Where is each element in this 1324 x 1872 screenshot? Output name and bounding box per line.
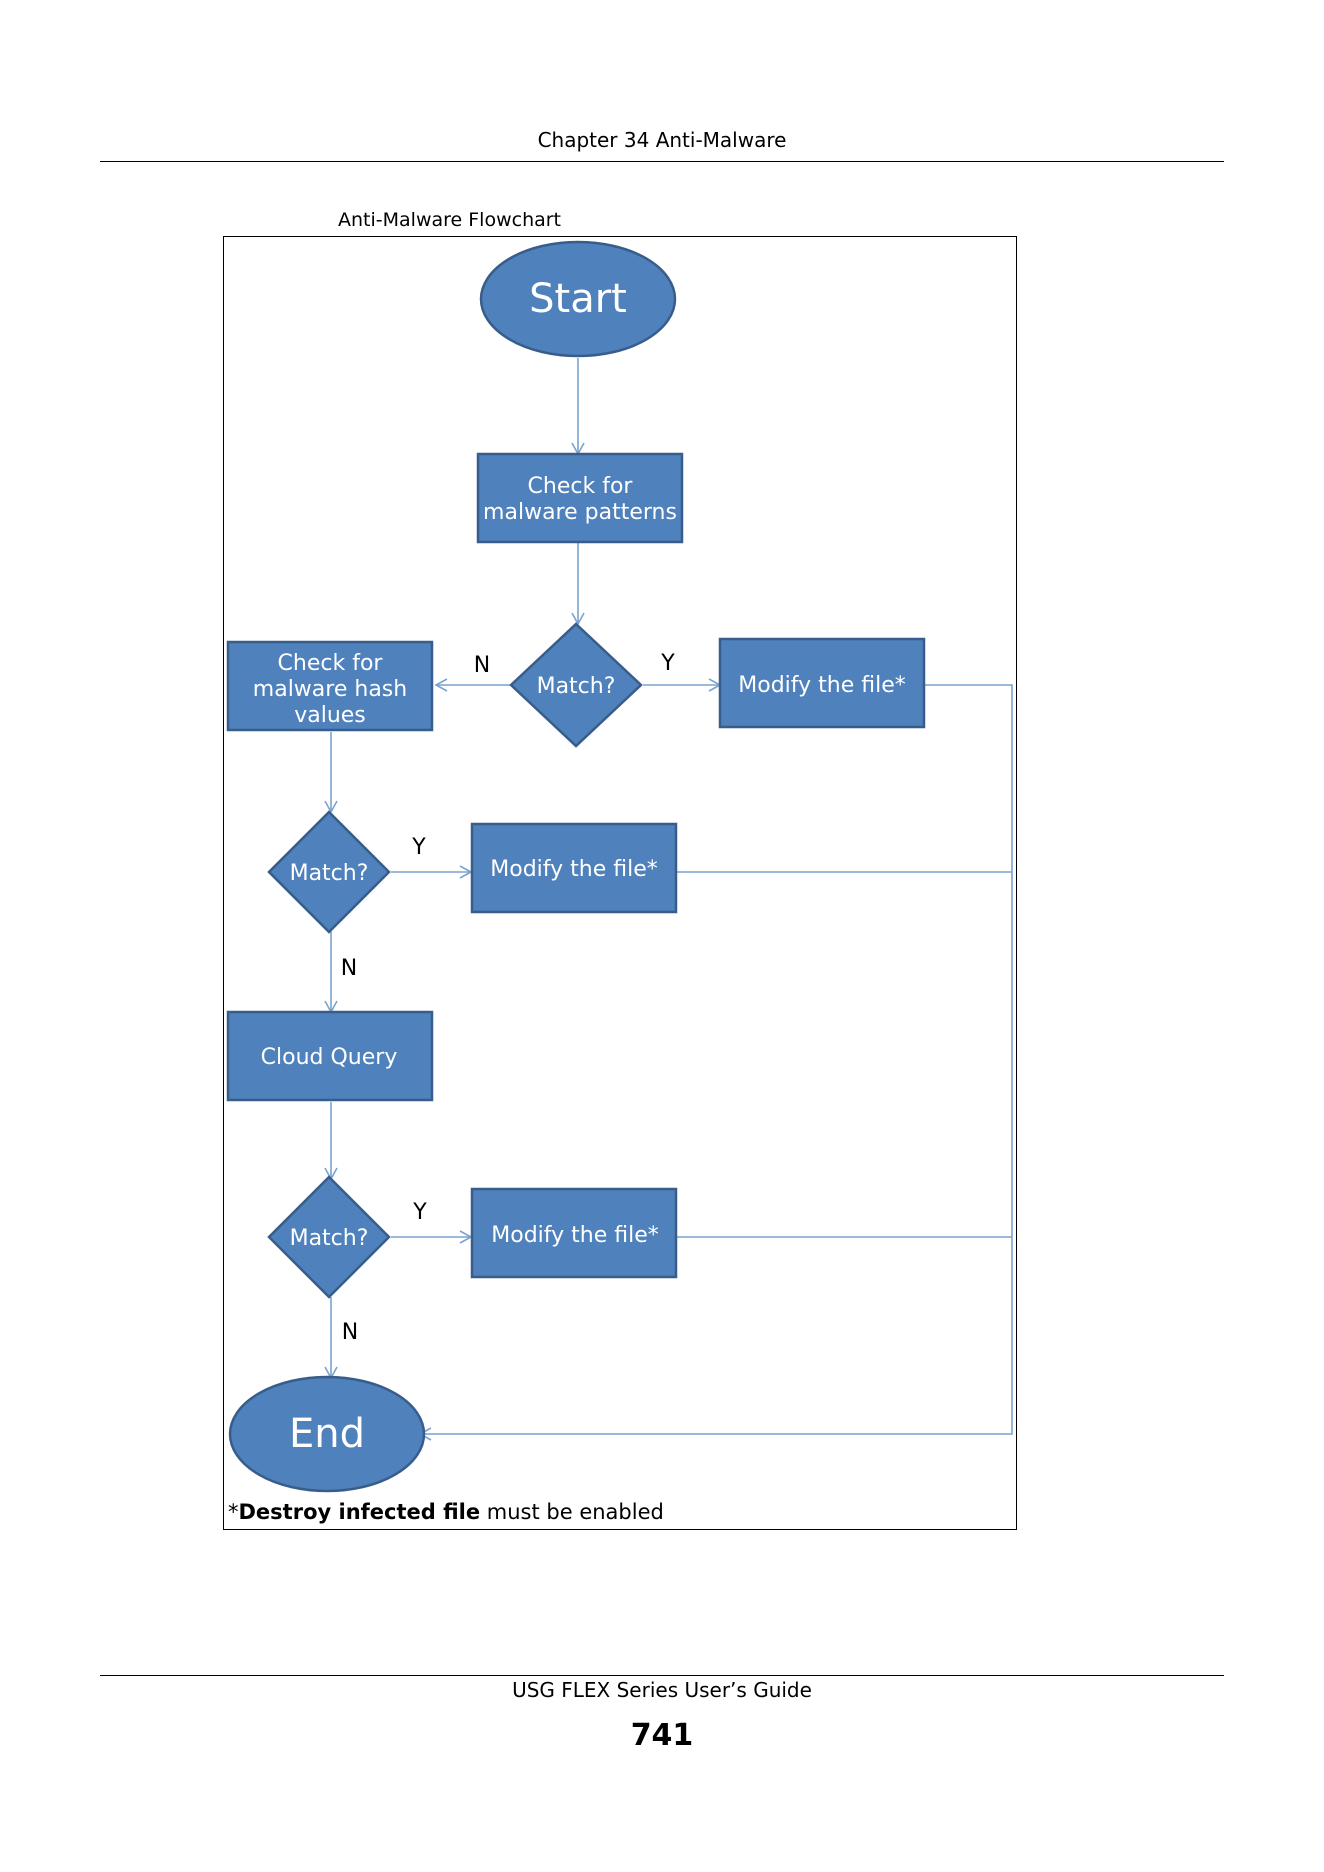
node-check-hash: Check for malware hash values xyxy=(228,642,432,730)
node-end: End xyxy=(230,1377,424,1491)
modify-2-label: Modify the file* xyxy=(490,857,658,882)
match-3-label: Match? xyxy=(290,1226,369,1251)
footnote-bold-text: Destroy infected file xyxy=(239,1500,481,1524)
node-modify-2: Modify the file* xyxy=(472,824,676,912)
page-number: 741 xyxy=(0,1718,1324,1753)
header-rule xyxy=(100,161,1224,162)
node-match-1: Match? xyxy=(511,624,641,746)
match-1-yes-label: Y xyxy=(660,651,675,676)
footnote-marker: * xyxy=(228,1500,239,1524)
check-hash-label-line-2: malware hash xyxy=(253,677,407,702)
flowchart-figure: Start Check for malware patterns Match? … xyxy=(223,236,1017,1530)
check-patterns-label-line-1: Check for xyxy=(528,474,634,499)
node-cloud-query: Cloud Query xyxy=(228,1012,432,1100)
footnote: *Destroy infected file must be enabled xyxy=(228,1500,664,1524)
footer-rule xyxy=(100,1675,1224,1676)
cloud-query-label: Cloud Query xyxy=(261,1045,398,1070)
guide-title: USG FLEX Series User’s Guide xyxy=(0,1678,1324,1702)
node-start: Start xyxy=(481,242,675,356)
modify-1-label: Modify the file* xyxy=(738,673,906,698)
modify-3-label: Modify the file* xyxy=(491,1223,659,1248)
node-modify-3: Modify the file* xyxy=(472,1189,676,1277)
node-modify-1: Modify the file* xyxy=(720,639,924,727)
footnote-rest-text: must be enabled xyxy=(480,1500,664,1524)
match-2-yes-label: Y xyxy=(411,835,426,860)
match-3-no-label: N xyxy=(342,1320,358,1345)
start-label: Start xyxy=(529,276,627,322)
match-2-label: Match? xyxy=(290,861,369,886)
end-label: End xyxy=(289,1411,365,1457)
flowchart-diagram: Start Check for malware patterns Match? … xyxy=(223,236,1017,1530)
match-3-yes-label: Y xyxy=(412,1200,427,1225)
check-hash-label-line-1: Check for xyxy=(278,651,384,676)
check-patterns-label-line-2: malware patterns xyxy=(483,500,677,525)
match-2-no-label: N xyxy=(341,956,357,981)
chapter-title: Chapter 34 Anti-Malware xyxy=(0,128,1324,152)
node-match-2: Match? xyxy=(269,812,389,932)
figure-caption: Anti-Malware Flowchart xyxy=(338,209,561,231)
node-check-patterns: Check for malware patterns xyxy=(478,454,682,542)
match-1-no-label: N xyxy=(474,653,490,678)
connector-modify-to-end xyxy=(420,685,1012,1434)
node-match-3: Match? xyxy=(269,1177,389,1297)
check-hash-label-line-3: values xyxy=(294,703,366,728)
match-1-label: Match? xyxy=(537,674,616,699)
